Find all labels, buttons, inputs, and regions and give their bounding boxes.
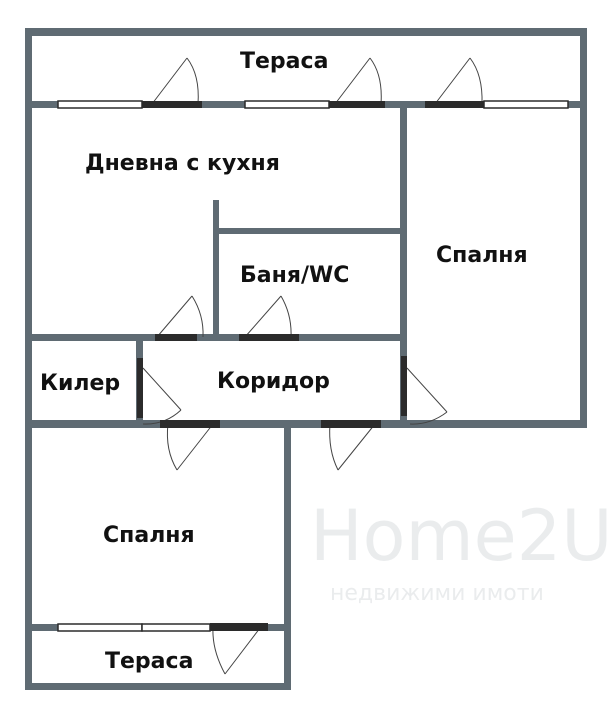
window [141,623,211,632]
watermark-brand: Home2U [310,495,609,577]
door-swing-arc [406,367,448,425]
room-label-bedroom-right: Спалня [436,243,528,268]
door [137,358,143,418]
room-label-bedroom-bottom: Спалня [103,523,195,548]
door-swing-arc [329,423,376,471]
window [57,623,143,632]
window [244,100,330,109]
doors [137,57,484,675]
door [425,101,484,108]
room-label-living-kitchen: Дневна с кухня [85,151,280,176]
windows [57,100,569,632]
door [401,356,407,416]
room-label-pantry: Килер [40,371,120,396]
door-swing-arc [212,627,261,675]
door-swing-arc [142,367,182,425]
door [210,623,268,631]
watermark: Home2U недвижими имоти [310,495,609,606]
door [321,420,381,428]
window [57,100,143,109]
watermark-tagline: недвижими имоти [330,581,544,606]
wall-corridor-top [25,334,407,341]
door [160,420,220,428]
room-label-terrace-bottom: Тераса [105,649,193,674]
room-label-corridor: Коридор [217,369,330,394]
door-swing-arc [151,57,199,105]
door-swing-arc [166,423,214,471]
wall-corridor-bottom [25,420,587,428]
wall-left-lower [25,420,32,690]
wall-bath-left [213,200,219,340]
door-swing-arc [434,57,483,105]
wall-top [25,28,587,36]
wall-bedroom-left [400,101,407,428]
wall-bedroom2-right [284,420,291,690]
door-swing-arc [156,295,204,338]
wall-bottom [25,683,291,690]
wall-bath-top [213,228,403,234]
window [483,100,569,109]
room-label-terrace-top: Тераса [240,49,328,74]
door-swing-arc [334,57,382,105]
wall-right [580,28,587,428]
wall-left-upper [25,28,32,428]
door [155,334,197,341]
door [329,101,385,108]
door [239,334,299,341]
door-swing-arc [244,295,292,338]
door [142,101,202,108]
room-label-bathroom: Баня/WC [240,263,349,288]
door-leaves [137,101,484,631]
